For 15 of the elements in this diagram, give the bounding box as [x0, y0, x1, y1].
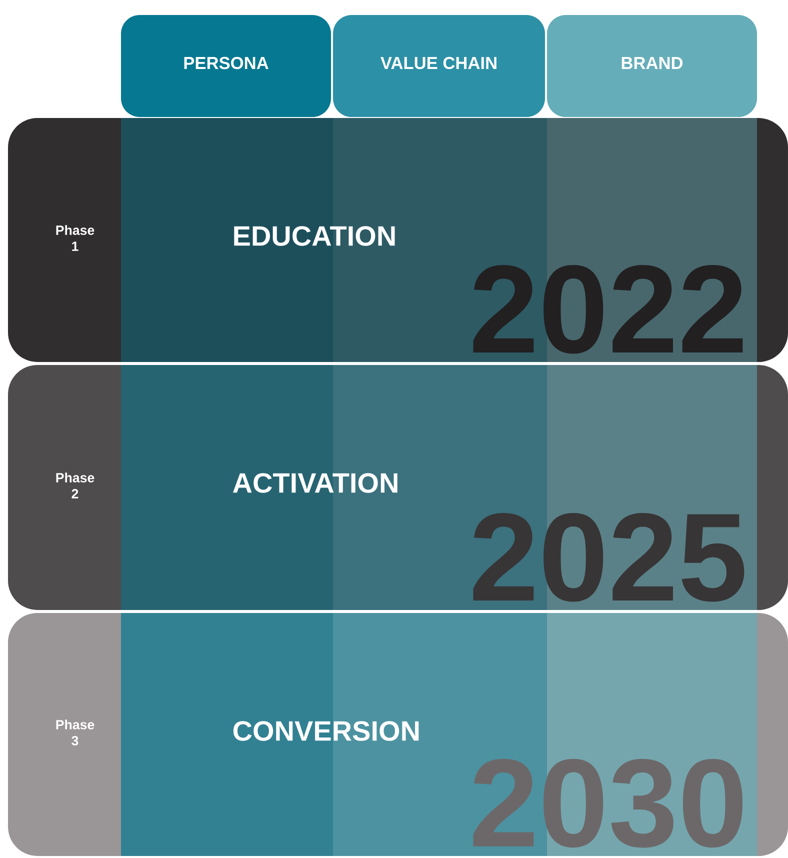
year-label: 2030	[473, 758, 743, 848]
phase-band	[8, 118, 788, 362]
stage-title: ACTIVATION	[232, 473, 398, 493]
year-label: 2022	[473, 265, 743, 354]
phase-label: Phase 3	[56, 720, 94, 746]
phase-band	[8, 365, 788, 610]
column-header: BRAND	[547, 15, 757, 117]
column-header: PERSONA	[121, 15, 331, 117]
stage-title: CONVERSION	[233, 721, 419, 741]
phase-label: Phase 1	[56, 225, 94, 251]
stage-title: EDUCATION	[234, 226, 395, 246]
year-label: 2025	[473, 513, 744, 602]
phase-label: Phase 2	[56, 472, 94, 498]
phase-band	[8, 613, 788, 856]
column-header: VALUE CHAIN	[333, 15, 545, 117]
